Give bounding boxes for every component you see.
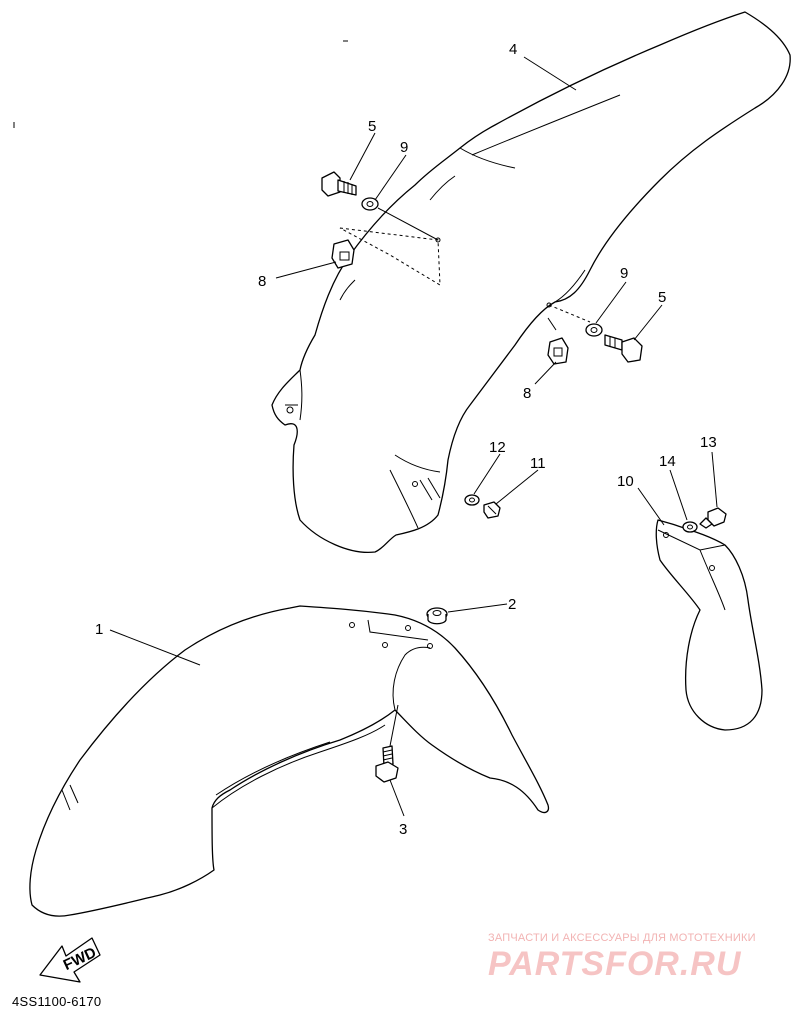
rear-fender-part-4	[271, 11, 791, 554]
collar-part-9-right	[585, 323, 603, 337]
callout-labels: 4 5 9 8 9 5 8 12 11 10 14 13 1 2 3	[95, 41, 717, 838]
callout-3: 3	[399, 821, 407, 838]
callout-1: 1	[95, 621, 103, 638]
bolt-part-3	[375, 745, 399, 783]
nut-clip-part-8-right	[547, 337, 569, 365]
mount-line-left	[377, 207, 439, 241]
bolt-part-5-left	[321, 171, 357, 197]
callout-10: 10	[617, 473, 634, 490]
mount-guide-right	[548, 304, 591, 323]
bolt-part-5-right	[604, 334, 643, 363]
callout-2: 2	[508, 596, 516, 613]
callout-5-right: 5	[658, 289, 666, 306]
callout-4: 4	[509, 41, 517, 58]
callout-8-left: 8	[258, 273, 266, 290]
callout-11: 11	[530, 455, 546, 472]
mud-flap-part-10	[655, 519, 763, 731]
washer-part-12	[464, 494, 480, 506]
fwd-arrow-icon: FWD	[39, 937, 101, 983]
callout-9-left: 9	[400, 139, 408, 156]
callout-5-left: 5	[368, 118, 376, 135]
nut-clip-part-8-left	[331, 239, 355, 269]
watermark-logo: PARTSFOR.RU	[488, 945, 742, 983]
watermark-tagline: ЗАПЧАСТИ И АКСЕССУАРЫ ДЛЯ МОТОТЕХНИКИ	[488, 932, 756, 944]
screw-part-13	[699, 507, 727, 529]
washer-part-14	[682, 521, 698, 533]
leader-lines	[109, 56, 718, 817]
front-fender-part-1	[29, 605, 550, 917]
screw-part-11	[483, 501, 501, 519]
callout-8-right: 8	[523, 385, 531, 402]
grommet-part-2	[426, 607, 448, 625]
callout-14: 14	[659, 453, 676, 470]
callout-9-right: 9	[620, 265, 628, 282]
callout-12: 12	[489, 439, 506, 456]
collar-part-9-left	[361, 197, 379, 211]
callout-13: 13	[700, 434, 717, 451]
diagram-code: 4SS1100-6170	[12, 994, 102, 1009]
